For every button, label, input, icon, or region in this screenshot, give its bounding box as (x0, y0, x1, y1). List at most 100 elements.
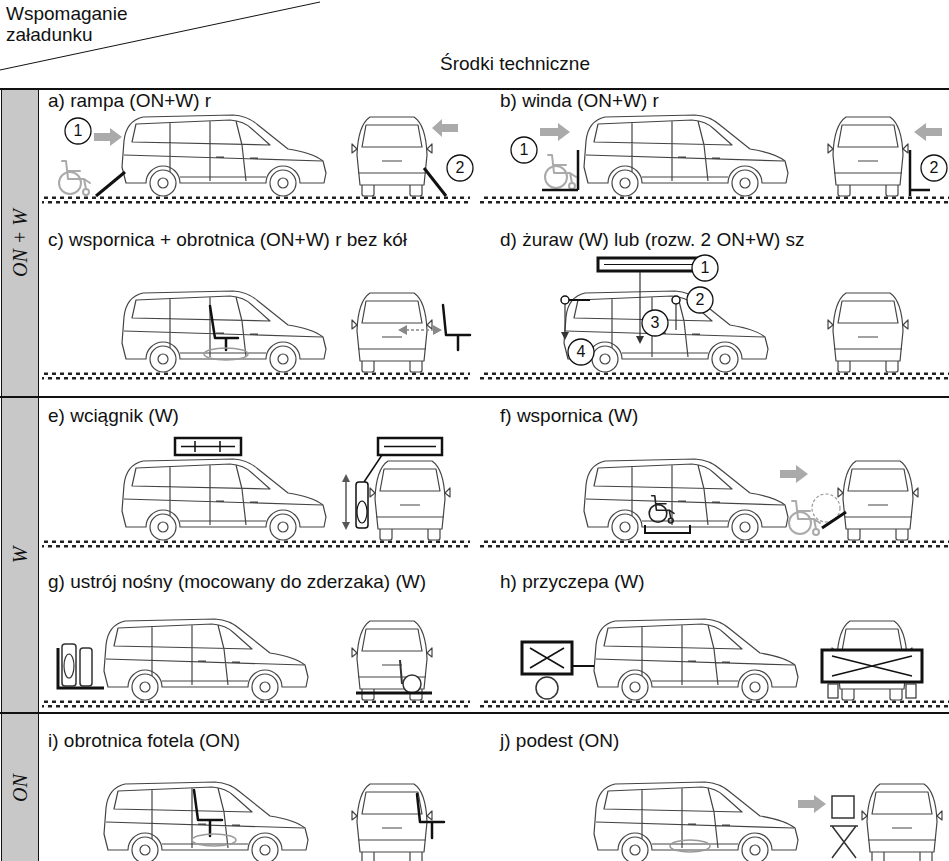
table-grid (0, 2, 320, 70)
ground-strip (480, 196, 949, 204)
trailer-hitch (572, 665, 594, 667)
seat (210, 306, 238, 350)
table-grid (0, 712, 949, 714)
trailer-wheel (828, 684, 838, 698)
motion-arrow (780, 465, 808, 483)
cell-a-illustration (59, 161, 90, 195)
pulley (672, 296, 680, 304)
ground-strip (42, 372, 470, 380)
crane (604, 264, 700, 265)
swivel-base (204, 348, 248, 360)
folded-wheelchair (62, 644, 76, 686)
motion-arrow (398, 325, 407, 335)
cell-f-illustration (584, 459, 918, 540)
cell-g-illustration (104, 619, 308, 700)
platform (670, 840, 710, 852)
hoist (181, 441, 235, 452)
cell-e-illustration (122, 459, 326, 540)
folded-wheelchair (64, 654, 74, 678)
cell-j-illustration (862, 784, 942, 861)
callout-circle-outline (65, 118, 91, 144)
cell-a-illustration (352, 117, 432, 196)
table-grid (0, 396, 949, 398)
cell-f-illustration (838, 461, 918, 540)
row-label: ON (9, 774, 32, 802)
motion-arrow (798, 795, 826, 813)
row-label-band: ON + W (2, 90, 38, 396)
callout-circle: 1 (510, 136, 538, 164)
folded-wheelchair (356, 482, 368, 528)
cell-caption: e) wciągnik (W) (48, 406, 179, 427)
header-label: Wspomaganie załadunku (6, 4, 146, 46)
motion-line (406, 329, 436, 331)
callout-circle: 1 (64, 117, 92, 145)
folded-wheelchair (80, 648, 92, 686)
cell-c-illustration (352, 293, 432, 372)
swivel-base (192, 834, 236, 846)
cell-b-illustration (540, 115, 942, 196)
table-grid (38, 89, 39, 861)
cell-caption: a) rampa (ON+W) r (48, 91, 211, 112)
trailer (530, 648, 564, 668)
callout-circle: 2 (920, 154, 948, 182)
callout-number: 1 (510, 136, 538, 164)
crane-cable (675, 304, 676, 330)
callout-circle-outline (687, 287, 713, 313)
ground-strip (42, 700, 470, 708)
folded-wheelchair (357, 501, 367, 523)
wheelchair-back (400, 660, 402, 684)
cell-a-illustration (122, 115, 326, 196)
cell-e-illustration (122, 438, 450, 540)
cell-h-illustration (594, 619, 798, 700)
callout-number: 3 (641, 309, 669, 337)
pulley (561, 296, 569, 304)
cell-d-illustration (828, 293, 908, 372)
callout-number: 2 (446, 154, 474, 182)
hoist-cable (364, 455, 382, 482)
callout-number: 2 (686, 286, 714, 314)
cell-i-illustration (104, 782, 444, 861)
cell-g-illustration (58, 619, 432, 700)
cell-b-illustration (828, 117, 908, 196)
trailer (522, 642, 572, 674)
motion-arrow (342, 522, 350, 530)
cell-caption: f) wspornica (W) (500, 406, 638, 427)
cell-c-illustration (122, 291, 470, 372)
callout-circle-outline (447, 155, 473, 181)
trailer-wheel (906, 684, 916, 698)
ground-strip (42, 196, 949, 708)
cell-c-illustration (122, 291, 326, 372)
motion-arrow (540, 123, 570, 141)
seat (194, 790, 222, 836)
lift (542, 150, 578, 190)
crane-arm (569, 299, 590, 301)
crane-cable (564, 304, 565, 334)
platform (830, 826, 858, 858)
motion-arrow (914, 123, 942, 141)
row-label-band: ON (2, 714, 38, 861)
callout-circle-outline (692, 255, 718, 281)
ground-strip (42, 540, 470, 548)
hoist (175, 438, 241, 455)
callout-circle-outline (642, 310, 668, 336)
cell-caption: i) obrotnica fotela (ON) (48, 731, 240, 752)
cell-f-illustration (789, 501, 820, 535)
cell-a-illustration (59, 115, 458, 196)
callout-number: 2 (920, 154, 948, 182)
callout-circle: 2 (686, 286, 714, 314)
callout-circle-outline (511, 137, 537, 163)
motion-arrow (636, 336, 644, 344)
ground-strip (42, 196, 470, 204)
cell-g-illustration (352, 621, 432, 700)
carrier (356, 692, 432, 695)
cell-f-illustration (584, 459, 788, 540)
cell-j-illustration (594, 782, 942, 861)
callout-number: 4 (567, 338, 595, 366)
cell-caption: c) wspornica + obrotnica (ON+W) r bez kó… (48, 230, 407, 251)
motion-arrow (94, 128, 122, 146)
cell-e-illustration (370, 461, 450, 540)
cell-j-illustration (594, 782, 798, 861)
row-label: W (9, 547, 32, 564)
